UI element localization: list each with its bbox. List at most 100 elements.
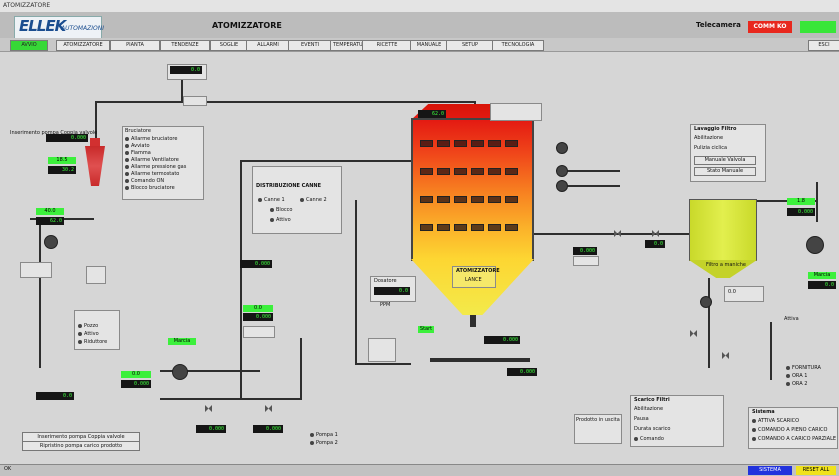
tab-manuale[interactable]: MANUALE [410, 40, 448, 51]
tab-atomizzatore[interactable]: ATOMIZZATORE [56, 40, 110, 51]
tab-setup[interactable]: SETUP [446, 40, 494, 51]
cyclone-separator[interactable] [85, 146, 105, 186]
burner-opt-5[interactable]: Allarme pressione gas [125, 164, 186, 170]
vessel-nozzle-cell [505, 140, 518, 147]
vessel-nozzle-cell [420, 168, 433, 175]
pump-green: Marcia [168, 338, 196, 345]
burner-opt-7[interactable]: Comando ON [125, 178, 164, 184]
fan-green: 1.8 [787, 198, 815, 205]
nozzle-opt-3[interactable]: Blocco [270, 207, 292, 213]
tab-eventi[interactable]: EVENTI [288, 40, 332, 51]
right-list-4: ORA 2 [786, 381, 807, 387]
tab-soglie[interactable]: SOGLIE [210, 40, 248, 51]
filter-wash-button-2[interactable]: Stato Manuale [694, 167, 756, 176]
pipe-bottom [160, 398, 302, 400]
vessel-nozzle-cell [420, 196, 433, 203]
feed-valve-box[interactable] [183, 96, 207, 106]
tab-allarmi[interactable]: ALLARMI [246, 40, 290, 51]
burner-opt-6[interactable]: Allarme termostato [125, 171, 179, 177]
exhaust-valve-2[interactable] [652, 230, 659, 237]
left-filter-box[interactable] [86, 266, 106, 284]
conveyor-readout: 0.000 [507, 368, 537, 376]
bottom-valve-1[interactable] [205, 405, 212, 412]
tab-pianta[interactable]: PIANTA [110, 40, 160, 51]
bottom-left-dark: 0.000 [121, 380, 151, 388]
dosing-readout: 0.0 [374, 287, 410, 295]
scarico-panel [630, 395, 724, 447]
burner-opt-8[interactable]: Blocco bruciatore [125, 185, 175, 191]
vessel-nozzle-cell [454, 168, 467, 175]
vessel-nozzle-cell [488, 196, 501, 203]
left-valve-box[interactable] [20, 262, 52, 278]
main-pump-motor[interactable] [172, 364, 188, 380]
exhaust-valve[interactable] [614, 230, 621, 237]
tab-ricette[interactable]: RICETTE [362, 40, 412, 51]
combustion-air-box[interactable] [490, 103, 542, 121]
nozzle-opt-2[interactable]: Canne 2 [300, 197, 327, 203]
right-list-2: FORNITURA [786, 365, 821, 371]
rotary-valve[interactable] [700, 296, 712, 308]
vessel-nozzle-cell [420, 140, 433, 147]
system-opt-3[interactable]: COMANDO A CARICO PARZIALE [752, 436, 836, 442]
pipe-mid [240, 160, 412, 162]
vessel-top-readout: 62.0 [418, 110, 446, 118]
reset-pump-button[interactable]: Ripristino pompa carico prodotto [22, 441, 140, 451]
exhaust-fan-motor[interactable] [806, 236, 824, 254]
right-valve-2[interactable] [722, 352, 729, 359]
bag-filter[interactable] [689, 199, 757, 261]
burner-opt-2[interactable]: Avviato [125, 143, 150, 149]
left-gauge-2: 30.2 [48, 166, 76, 174]
filter-wash-row-2: Pulizia ciclica [694, 145, 728, 151]
central-button[interactable] [243, 326, 275, 338]
bottom-valve-2[interactable] [265, 405, 272, 412]
label-pressione: Inserimento pompa Coppia valvole [10, 130, 98, 136]
tab-avvio[interactable]: AVVIO [10, 40, 48, 51]
nozzle-panel [252, 166, 342, 234]
exit-button[interactable]: ESCI [808, 40, 839, 51]
vessel-nozzle-cell [437, 168, 450, 175]
burner-opt-4[interactable]: Allarme Ventilatore [125, 157, 179, 163]
vessel-label-box [452, 266, 496, 288]
cyclone-top [90, 138, 100, 148]
pipe-right-down [300, 338, 302, 400]
comm-status-badge[interactable]: COMM KO [748, 21, 792, 33]
burner-opt-3[interactable]: Fiamma [125, 150, 151, 156]
bag-filter-value: 0.0 [728, 289, 736, 295]
filter-wash-button-1[interactable]: Manuale Valvola [694, 156, 756, 165]
vessel-nozzle-cell [471, 224, 484, 231]
burner-opt-1[interactable]: Allarme bruciatore [125, 136, 177, 142]
system-opt-1[interactable]: ATTIVA SCARICO [752, 418, 799, 424]
exhaust-box[interactable] [573, 256, 599, 266]
pipe-feed [181, 76, 183, 102]
scarico-row-4[interactable]: Comando [634, 436, 664, 442]
ring-motor-3[interactable] [556, 180, 568, 192]
ppm-label: PPM [380, 302, 391, 308]
status-green-indicator [800, 21, 836, 33]
pipe-ring2 [560, 185, 620, 187]
nozzle-opt-1[interactable]: Canne 1 [258, 197, 285, 203]
left-temp-dark: 62.0 [36, 217, 64, 225]
left-pump-motor[interactable] [44, 235, 58, 249]
system-opt-2[interactable]: COMANDO A PIENO CARICO [752, 427, 828, 433]
tab-temperature[interactable]: TEMPERATURE [330, 40, 364, 51]
system-status-button[interactable]: SISTEMA [748, 466, 792, 475]
system-control-panel [748, 407, 838, 449]
vessel-nozzle-cell [488, 168, 501, 175]
central-dark-2: 0.000 [243, 313, 273, 321]
filter-wash-row-1: Abilitazione [694, 135, 724, 141]
pump-3-label: Riduttore [78, 339, 107, 345]
scarico-row-3: Durata scarico [634, 426, 671, 432]
vessel-sub: LANCE [465, 277, 482, 283]
fan-dark-2: 0.0 [808, 281, 836, 289]
bag-filter-label: Filtro a maniche [706, 262, 746, 268]
reset-all-button[interactable]: RESET ALL [796, 466, 836, 475]
legend-1: Pompa 1 [310, 432, 338, 438]
ring-motor-2[interactable] [556, 165, 568, 177]
dosing-tank[interactable] [368, 338, 396, 362]
tab-tendenze[interactable]: TENDENZE [160, 40, 210, 51]
ring-motor-1[interactable] [556, 142, 568, 154]
vessel-nozzle-cell [420, 224, 433, 231]
tab-tecnologia[interactable]: TECNOLOGIA [492, 40, 544, 51]
right-valve-1[interactable] [690, 330, 697, 337]
nozzle-opt-4[interactable]: Attivo [270, 217, 291, 223]
